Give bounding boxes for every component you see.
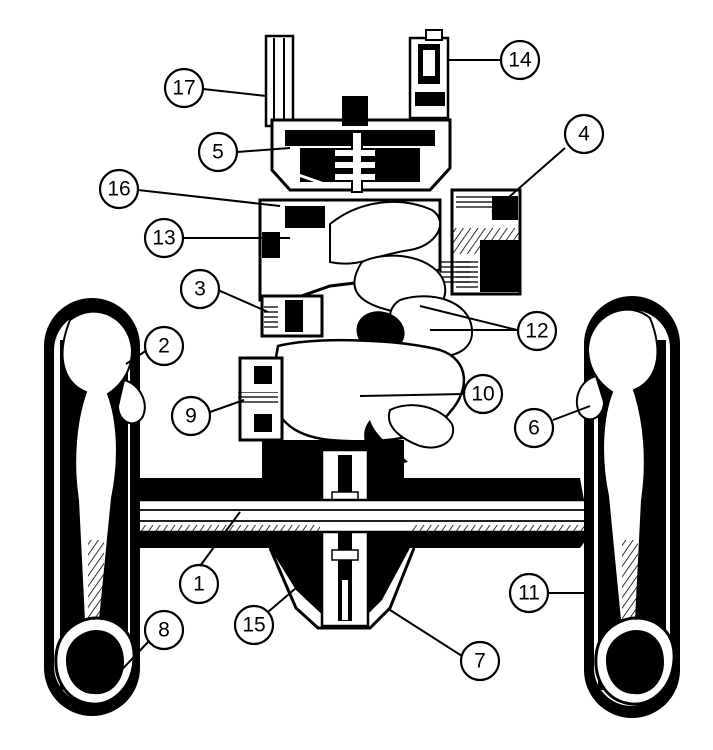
leader-line-7 bbox=[389, 609, 463, 657]
callout-label-2: 2 bbox=[158, 335, 170, 358]
callout-14: 14 bbox=[499, 39, 541, 81]
leader-line-16 bbox=[137, 189, 281, 207]
leader-line-10 bbox=[359, 393, 465, 397]
callout-label-14: 14 bbox=[508, 49, 532, 72]
callout-label-6: 6 bbox=[528, 417, 540, 440]
leader-line-15 bbox=[267, 587, 297, 613]
leader-lines bbox=[111, 59, 591, 681]
callout-label-4: 4 bbox=[578, 123, 590, 146]
leader-line-4 bbox=[491, 147, 566, 213]
callout-label-16: 16 bbox=[107, 178, 130, 201]
callout-label-5: 5 bbox=[212, 141, 224, 164]
horizontal-shaft bbox=[53, 498, 667, 534]
callout-label-10: 10 bbox=[471, 383, 494, 406]
upper-cap-housing bbox=[270, 96, 452, 193]
callout-17: 17 bbox=[163, 67, 205, 109]
callout-label-12: 12 bbox=[525, 320, 548, 343]
callout-3: 3 bbox=[179, 268, 221, 310]
callout-11: 11 bbox=[508, 572, 550, 614]
top-connector-right bbox=[408, 29, 450, 120]
lower-body bbox=[130, 440, 592, 630]
callout-7: 7 bbox=[459, 640, 501, 682]
callout-label-7: 7 bbox=[474, 650, 486, 673]
callout-6: 6 bbox=[513, 407, 555, 449]
leader-line-2 bbox=[125, 349, 148, 365]
leader-line-9 bbox=[209, 399, 245, 413]
leader-line-12a bbox=[419, 305, 518, 331]
callout-label-3: 3 bbox=[194, 278, 206, 301]
callout-label-15: 15 bbox=[242, 614, 265, 637]
right-femur-capsule bbox=[575, 296, 680, 718]
leader-line-5 bbox=[236, 147, 291, 153]
clamp-block bbox=[238, 356, 284, 442]
callout-label-8: 8 bbox=[158, 619, 170, 642]
callout-label-11: 11 bbox=[518, 582, 540, 605]
leader-line-8 bbox=[111, 639, 151, 681]
callout-9: 9 bbox=[170, 395, 212, 437]
leader-line-1 bbox=[199, 511, 241, 567]
callout-2: 2 bbox=[143, 325, 185, 367]
callout-10: 10 bbox=[462, 373, 504, 415]
leader-line-6 bbox=[552, 405, 591, 421]
callout-12: 12 bbox=[516, 310, 558, 352]
callouts: 17 14 5 4 16 13 3 12 bbox=[98, 39, 605, 682]
top-connector-left bbox=[264, 34, 295, 128]
leader-line-17 bbox=[202, 88, 267, 97]
callout-label-13: 13 bbox=[152, 227, 175, 250]
callout-label-9: 9 bbox=[185, 405, 197, 428]
callout-16: 16 bbox=[98, 168, 140, 210]
callout-4: 4 bbox=[563, 113, 605, 155]
callout-13: 13 bbox=[143, 217, 185, 259]
callout-1: 1 bbox=[178, 563, 220, 605]
left-femur-capsule bbox=[44, 298, 146, 716]
callout-5: 5 bbox=[197, 131, 239, 173]
callout-8: 8 bbox=[143, 609, 185, 651]
leader-line-3 bbox=[217, 289, 269, 313]
callout-15: 15 bbox=[233, 604, 275, 646]
bone-fragment-upper bbox=[329, 200, 474, 358]
callout-label-17: 17 bbox=[172, 77, 195, 100]
callout-label-1: 1 bbox=[193, 573, 205, 596]
